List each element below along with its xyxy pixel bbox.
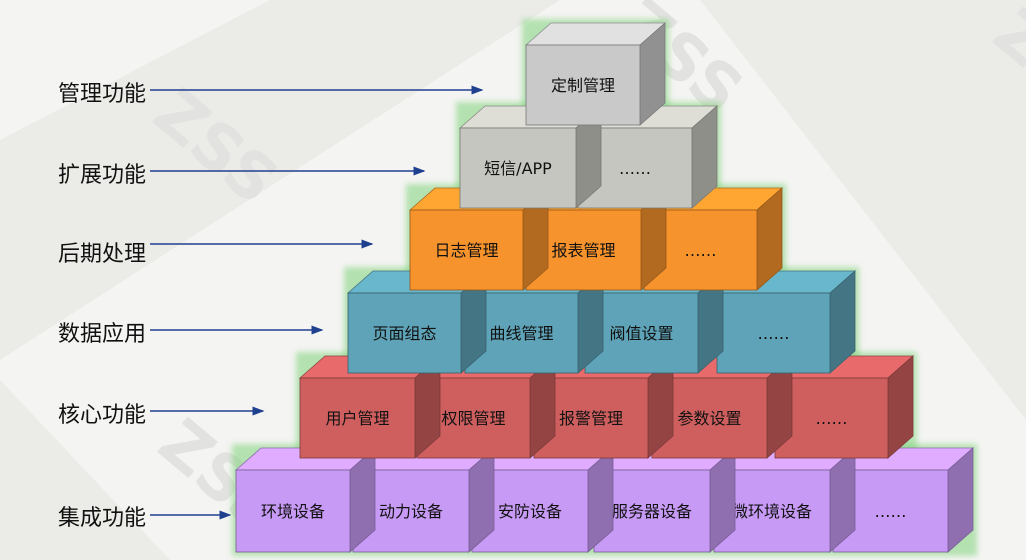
block-front-face xyxy=(459,127,577,209)
block: 环境设备 xyxy=(234,447,377,553)
block-front-face xyxy=(299,377,416,459)
block-front-face xyxy=(716,292,831,374)
block-label: …… xyxy=(875,502,907,521)
block-label: 动力设备 xyxy=(379,502,443,521)
layer-label-core: 核心功能 xyxy=(58,403,147,428)
block-label: 报警管理 xyxy=(559,409,623,428)
block-label: …… xyxy=(816,409,848,428)
block-label: 日志管理 xyxy=(434,241,498,260)
block-label: 定制管理 xyxy=(551,76,615,95)
block: 定制管理 xyxy=(524,22,667,126)
layer-label-extension: 扩展功能 xyxy=(58,163,147,188)
layer-label-management: 管理功能 xyxy=(58,82,147,107)
layer-label-integration: 集成功能 xyxy=(58,506,147,531)
block: 服务器设备 xyxy=(592,447,737,553)
block: 日志管理 xyxy=(408,187,550,291)
layer-label-data-application: 数据应用 xyxy=(58,322,147,347)
pyramid-row: …… 微环境设备 服务器设备 安防设备 动力设备 环境设备 xyxy=(234,447,975,553)
block-front-face xyxy=(347,292,462,374)
block-label: 环境设备 xyxy=(261,502,325,521)
pyramid-row: 定制管理 xyxy=(524,22,667,126)
block-label: 权限管理 xyxy=(441,409,505,428)
block-label: 阀值设置 xyxy=(609,324,673,343)
block-label: …… xyxy=(619,159,651,178)
block-front-face xyxy=(525,44,641,126)
block-label: 短信/APP xyxy=(484,159,552,178)
block-label: 报表管理 xyxy=(551,241,615,260)
block-label: 安防设备 xyxy=(498,502,562,521)
block-label: 服务器设备 xyxy=(612,502,692,521)
block-label: 页面组态 xyxy=(372,324,436,343)
block-front-face xyxy=(774,377,889,459)
block-label: 用户管理 xyxy=(325,409,389,428)
block-front-face xyxy=(409,209,524,291)
block-label: 参数设置 xyxy=(677,409,741,428)
block-label: 曲线管理 xyxy=(489,324,553,343)
block-label: 微环境设备 xyxy=(732,502,812,521)
block: 短信/APP xyxy=(458,105,603,209)
block-label: …… xyxy=(758,324,790,343)
block-front-face xyxy=(584,292,699,374)
block-front-face xyxy=(235,469,351,553)
block-label: …… xyxy=(685,241,717,260)
layer-label-postprocessing: 后期处理 xyxy=(58,242,147,267)
